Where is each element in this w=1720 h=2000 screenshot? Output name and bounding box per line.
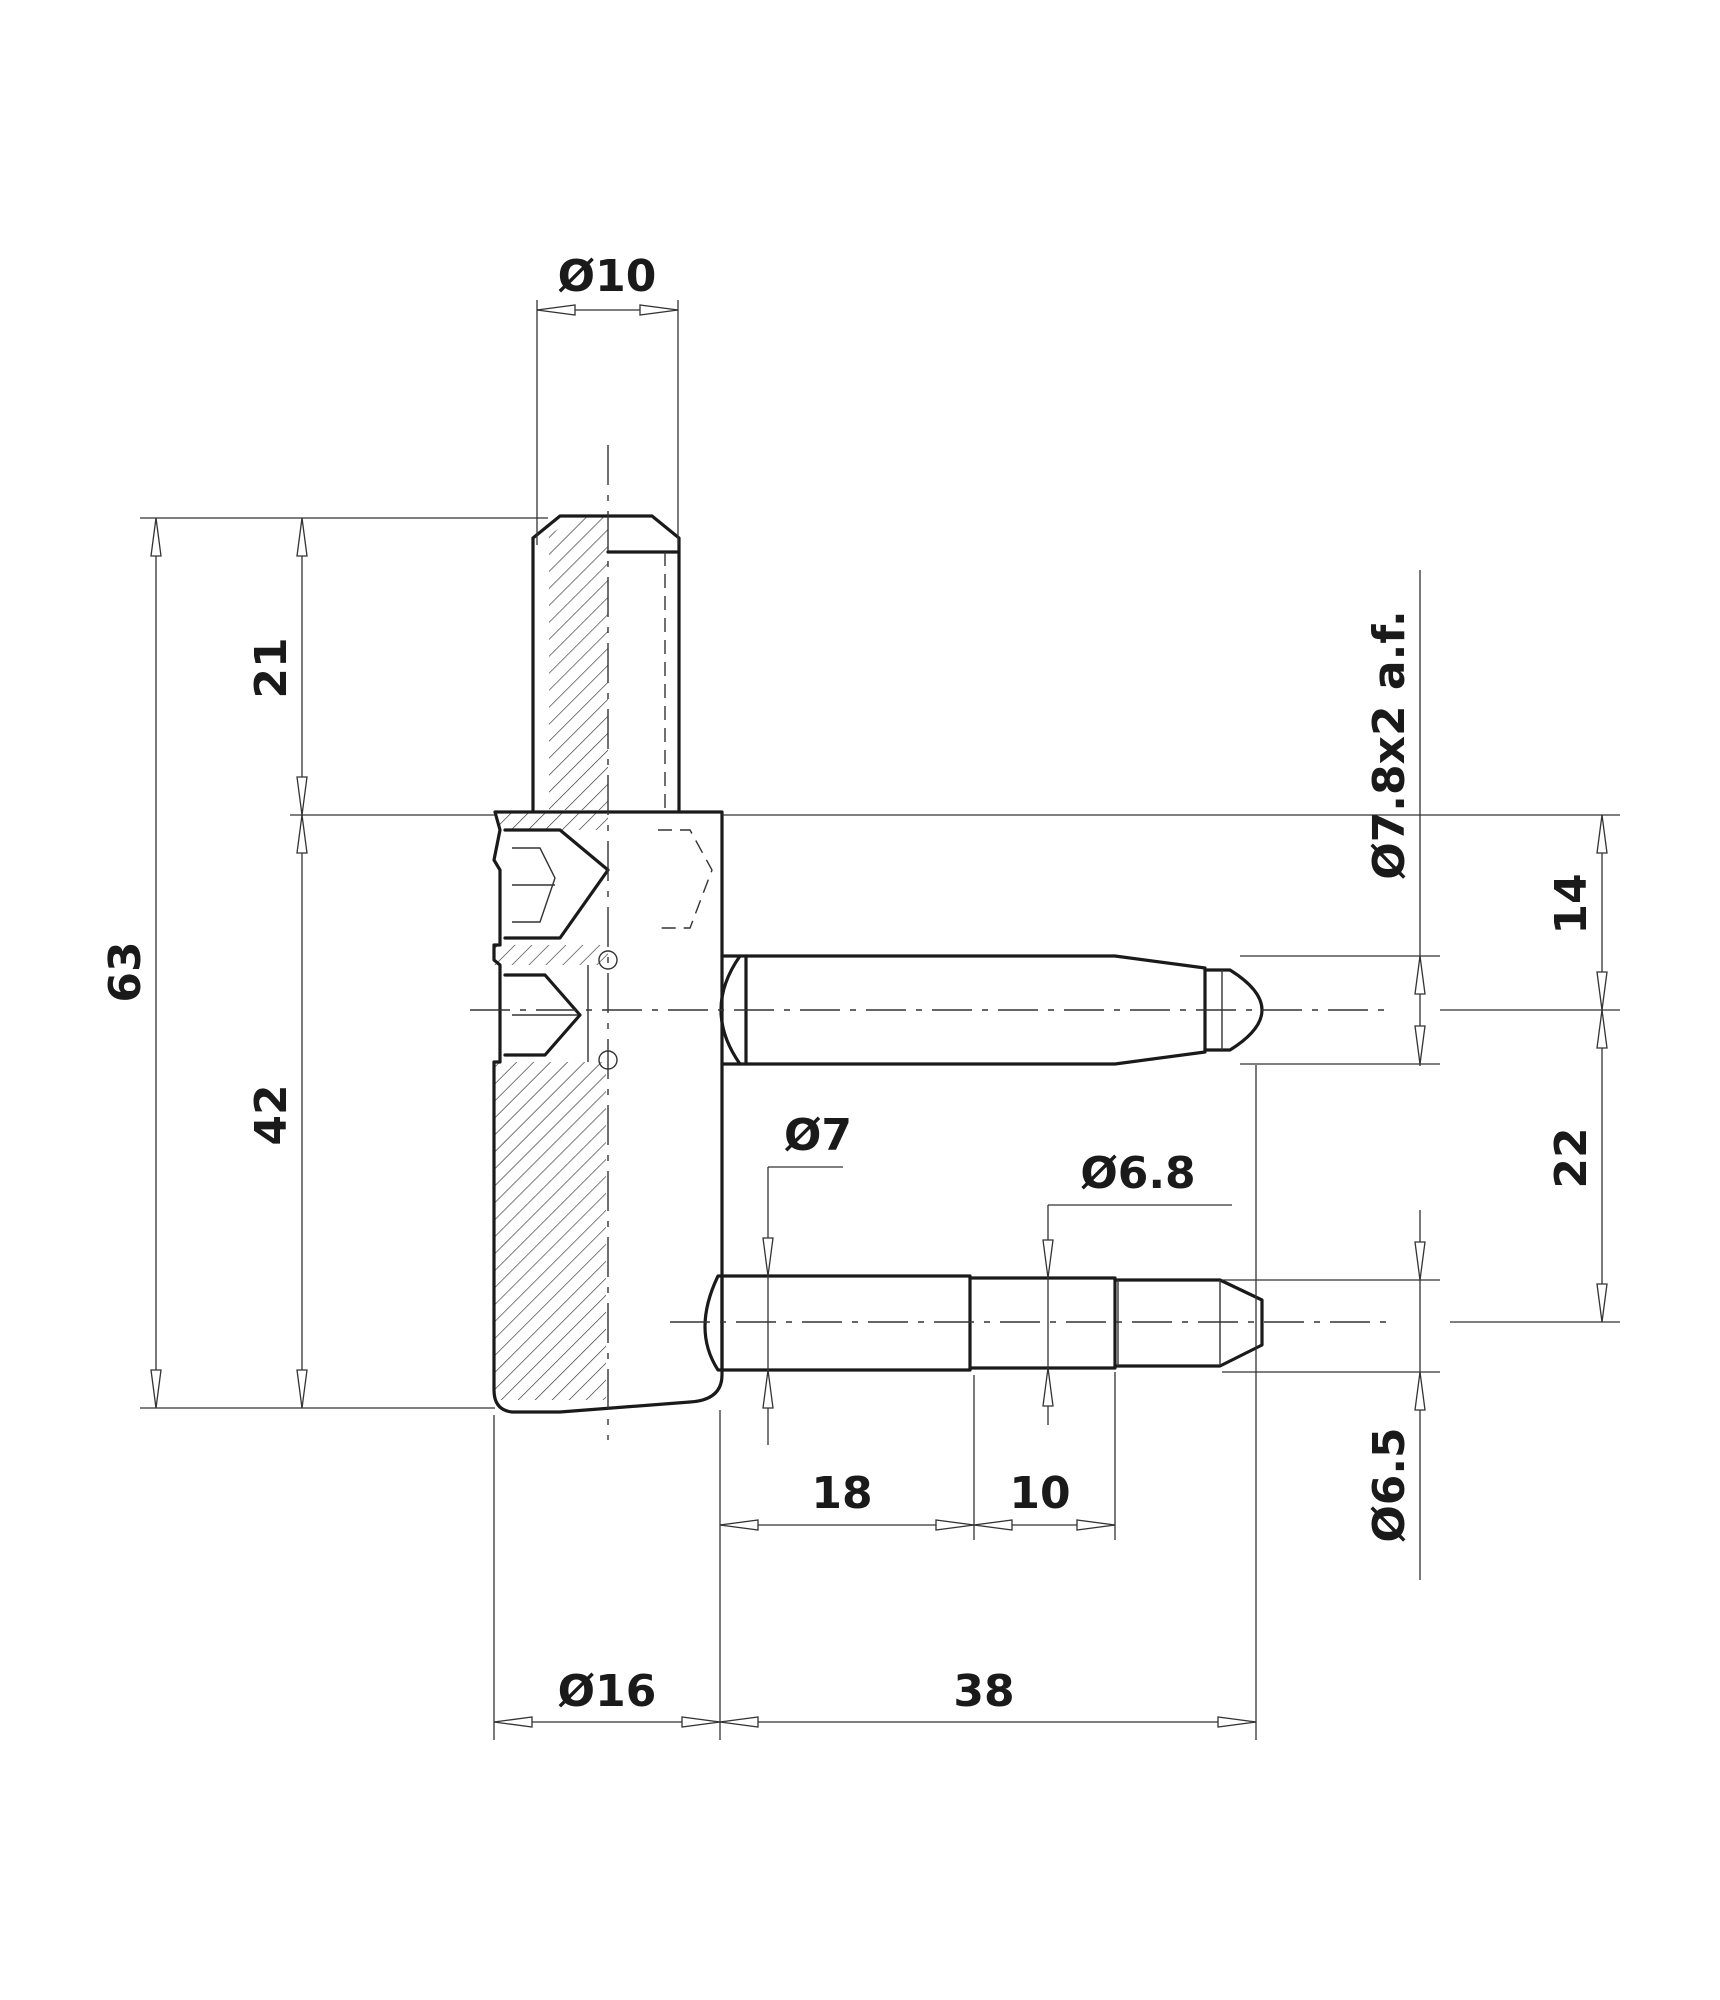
lower-anchor-neck — [703, 1274, 724, 1372]
dim-18: 18 — [811, 1468, 872, 1519]
dim-d7: Ø7 — [784, 1110, 852, 1161]
top-pin — [531, 514, 681, 812]
dim-21: 21 — [246, 637, 297, 698]
upper-screw-hex — [512, 847, 556, 923]
arrow — [1414, 1371, 1426, 1411]
lower-anchor-tip — [1113, 1278, 1264, 1368]
arrow — [1042, 1367, 1054, 1407]
arrow — [1596, 1009, 1608, 1049]
hinge-body — [492, 810, 724, 1414]
arrow — [1414, 1241, 1426, 1281]
arrow — [296, 776, 308, 816]
arrow — [493, 1716, 533, 1728]
pin-section-hatch — [549, 516, 608, 810]
dim-38: 38 — [953, 1666, 1014, 1717]
arrow — [1414, 1025, 1426, 1065]
lower-anchor-shank-2 — [968, 1276, 1117, 1370]
dim-d10: Ø10 — [558, 251, 657, 302]
hidden-screw — [658, 829, 713, 929]
arrow — [296, 814, 308, 854]
arrow — [719, 1716, 759, 1728]
dim-63: 63 — [100, 941, 151, 1002]
arrow — [639, 304, 679, 316]
dim-22: 22 — [1546, 1127, 1597, 1188]
body-section-hatch — [494, 1062, 606, 1400]
dim-10: 10 — [1009, 1468, 1070, 1519]
arrow — [150, 1369, 162, 1409]
lower-set-screw — [503, 973, 582, 1057]
dim-d65: Ø6.5 — [1364, 1427, 1415, 1542]
dim-14: 14 — [1546, 873, 1597, 934]
dimension-lines — [140, 300, 1620, 1740]
lower-anchor-shank-1 — [720, 1274, 972, 1372]
arrow — [762, 1369, 774, 1409]
arrow — [1596, 971, 1608, 1011]
dim-d78: Ø7.8x2 a.f. — [1364, 610, 1415, 880]
dim-d16: Ø16 — [558, 1666, 657, 1717]
arrow — [935, 1519, 975, 1531]
arrow — [762, 1237, 774, 1277]
arrow — [1596, 1283, 1608, 1323]
dim-d68: Ø6.8 — [1080, 1148, 1195, 1199]
arrow — [1076, 1519, 1116, 1531]
hinge-part — [492, 514, 1264, 1414]
dimension-labels: Ø10 Ø16 38 18 10 Ø7 Ø6.8 Ø6.5 Ø7.8x2 a.f… — [100, 251, 1597, 1717]
arrow — [296, 517, 308, 557]
arrow — [1596, 814, 1608, 854]
arrow — [719, 1519, 759, 1531]
arrow — [150, 517, 162, 557]
collar-hatch — [500, 812, 608, 830]
arrow — [1217, 1716, 1257, 1728]
ball-upper — [598, 950, 618, 970]
arrow — [681, 1716, 721, 1728]
arrow — [1414, 955, 1426, 995]
dim-42: 42 — [246, 1084, 297, 1145]
collar2-hatch — [494, 945, 608, 965]
arrow — [536, 304, 576, 316]
arrow — [1042, 1239, 1054, 1279]
center-lines — [470, 445, 1390, 1440]
arrow — [973, 1519, 1013, 1531]
arrow — [296, 1369, 308, 1409]
